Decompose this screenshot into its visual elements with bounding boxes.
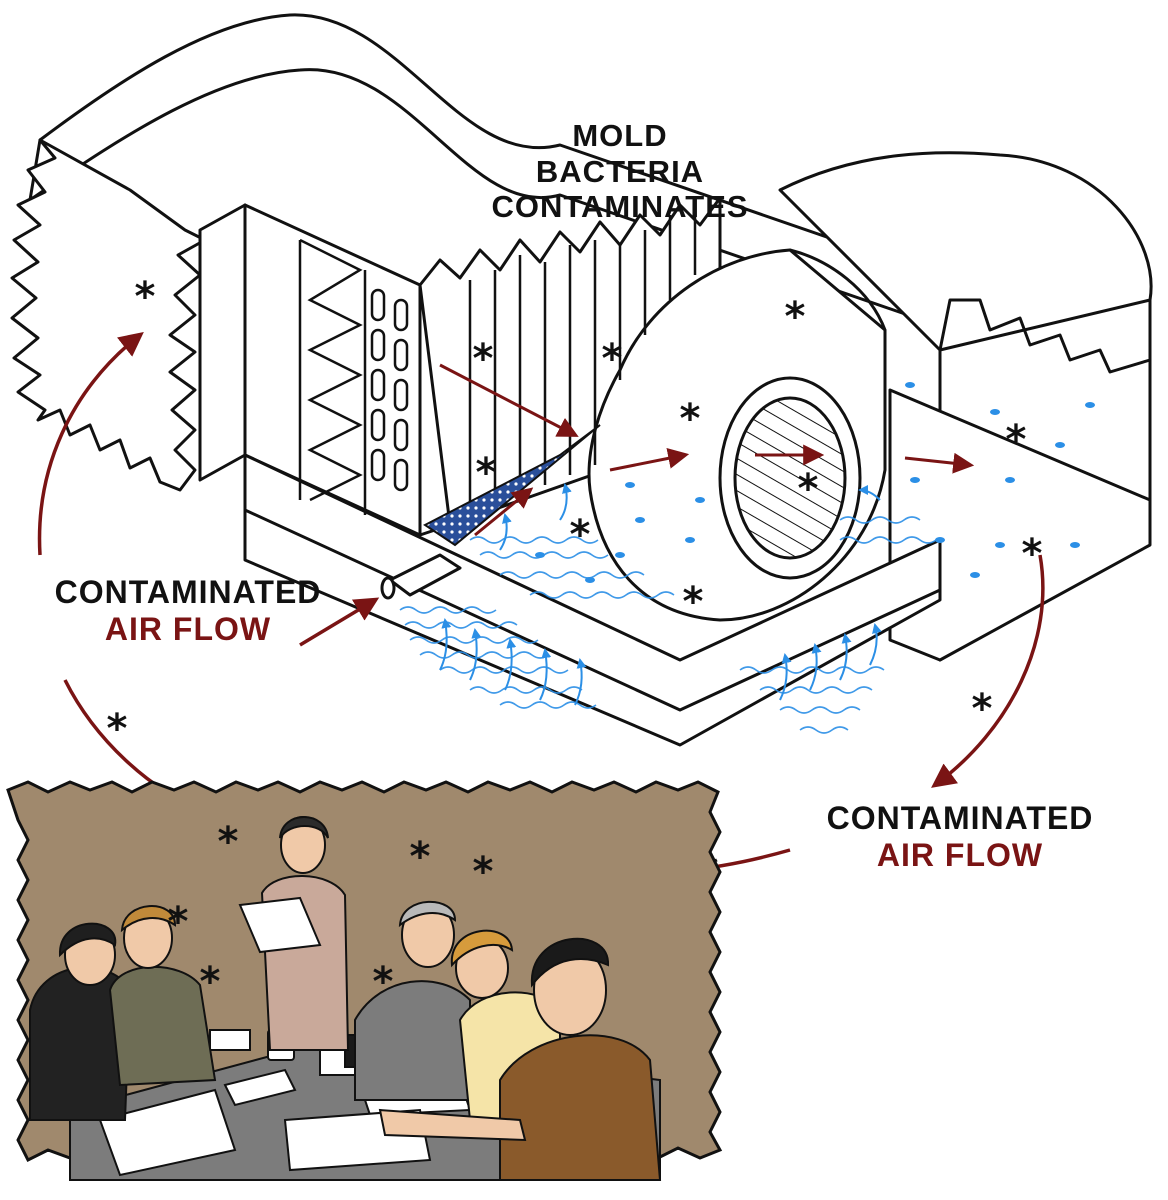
contaminant-marker: *: [107, 706, 128, 752]
contaminant-markers: * * * * * * * * * * * * * *: [107, 274, 1043, 895]
arrow-into-unit: [299, 597, 380, 647]
housing-jagged-edge: [938, 298, 1151, 374]
contaminant-marker: *: [680, 396, 701, 442]
water-droplets: [535, 382, 1095, 583]
conference-room-inset: * * * * * *: [6, 780, 723, 1181]
contaminant-marker: *: [602, 336, 623, 382]
seated-person-left: [29, 922, 132, 1121]
room-contaminant-markers: * * * * * *: [168, 819, 494, 1005]
contaminant-marker: *: [473, 336, 494, 382]
moisture-waves: [399, 516, 937, 734]
callout-line-bacteria: BACTERIA: [535, 153, 705, 189]
seated-person-man-left: [108, 905, 217, 1087]
contaminant-marker: *: [1006, 417, 1027, 463]
filter-mesh: [423, 424, 601, 547]
mold-callout: MOLD BACTERIA CONTAMINATES: [470, 118, 770, 225]
contaminant-marker: *: [168, 899, 189, 945]
contaminant-marker: *: [972, 686, 993, 732]
arrow-up-to-return: [37, 331, 144, 556]
callout-line-mold: MOLD: [572, 118, 668, 153]
contaminant-marker: *: [1022, 531, 1043, 577]
coil-fin-details: [298, 215, 697, 515]
internal-airflow-arrows: [439, 363, 975, 537]
callout-line-contaminates: CONTAMINATES: [491, 189, 749, 225]
seated-person-foreground: [378, 937, 662, 1181]
seated-person-gray-haired: [354, 900, 471, 1101]
contaminant-marker: *: [373, 959, 394, 1005]
contaminant-marker: *: [218, 819, 239, 865]
left-label-contaminated: CONTAMINATED: [54, 574, 322, 610]
contaminant-marker: *: [410, 834, 431, 880]
moisture-arrows: [439, 483, 882, 706]
contaminant-marker: *: [473, 849, 494, 895]
contaminant-marker: *: [570, 512, 591, 558]
contaminant-marker: *: [476, 450, 497, 496]
right-airflow-label: CONTAMINATED AIR FLOW: [800, 800, 1120, 874]
right-label-air-flow: AIR FLOW: [876, 836, 1044, 873]
contaminant-marker: *: [798, 466, 819, 512]
arrow-from-unit-down: [931, 554, 1045, 788]
contaminant-marker: *: [200, 959, 221, 1005]
unit-top-panel: [28, 13, 1142, 397]
left-airflow-label: CONTAMINATED AIR FLOW: [28, 574, 348, 648]
right-label-contaminated: CONTAMINATED: [826, 800, 1094, 836]
jagged-cut-end: [10, 138, 207, 492]
drain-pipe: [388, 553, 462, 597]
presenter-figure: [238, 816, 350, 1051]
left-label-air-flow: AIR FLOW: [104, 610, 272, 647]
contaminant-marker: *: [785, 294, 806, 340]
contaminant-marker: *: [135, 274, 156, 320]
contaminant-marker: *: [683, 579, 704, 625]
